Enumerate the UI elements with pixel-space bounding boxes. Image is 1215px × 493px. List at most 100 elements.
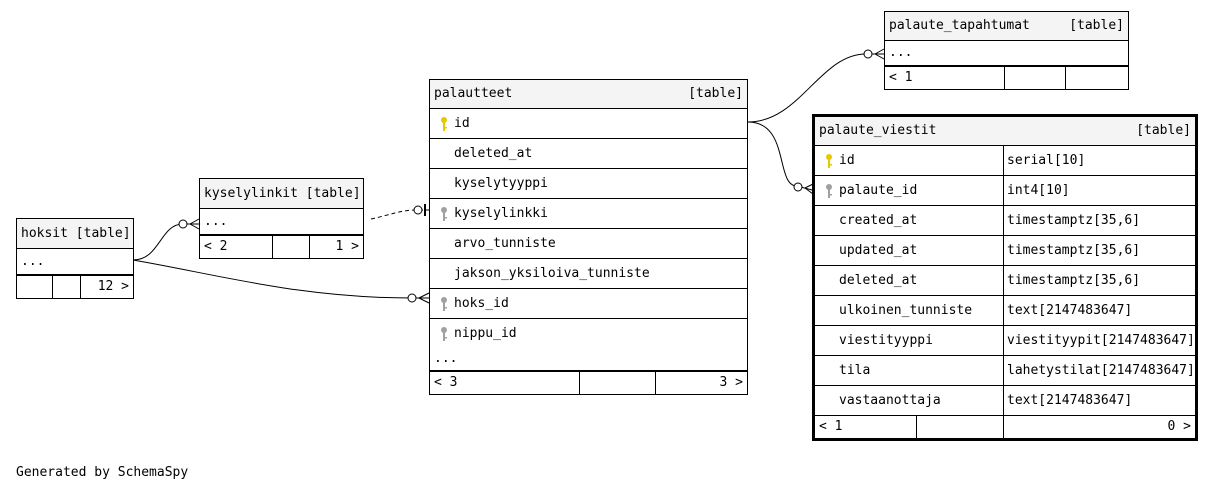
table-type-tag: [table] <box>1136 123 1191 138</box>
table-title: kyselylinkit [table] <box>204 186 361 201</box>
table-hoksit[interactable]: hoksit [table] ... 12 > <box>16 218 134 299</box>
column-row-deleted-at[interactable]: deleted_at timestamptz[35,6] <box>815 266 1195 296</box>
column-name-cell: updated_at <box>815 236 1004 265</box>
more-columns-ellipsis: ... <box>21 254 45 269</box>
footer-cell-middle <box>53 276 81 298</box>
footer-cell-children[interactable]: 12 > <box>97 279 129 294</box>
column-name-cell: jakson_yksiloiva_tunniste <box>430 259 747 288</box>
footer-cell-middle <box>273 236 310 258</box>
table-type-tag: [table] <box>688 86 743 101</box>
edge-kyselylinkit-palautteet-zero-marker <box>413 205 423 215</box>
column-type: text[2147483647] <box>1007 393 1133 408</box>
edge-hoksit-palautteet <box>132 259 429 299</box>
column-name-cell: hoks_id <box>430 289 747 318</box>
column-row-arvo-tunniste[interactable]: arvo_tunniste <box>430 229 747 259</box>
column-name-cell: deleted_at <box>430 139 747 168</box>
table-header: palaute_tapahtumat [table] <box>885 12 1128 41</box>
column-type: text[2147483647] <box>1007 303 1133 318</box>
column-row-id[interactable]: id serial[10] <box>815 146 1195 176</box>
column-row-ulkoinen-tunniste[interactable]: ulkoinen_tunniste text[2147483647] <box>815 296 1195 326</box>
column-name: id <box>839 153 855 168</box>
column-row-kyselylinkki[interactable]: kyselylinkki <box>430 199 747 229</box>
table-header: hoksit [table] <box>17 219 133 249</box>
column-row-kyselytyyppi[interactable]: kyselytyyppi <box>430 169 747 199</box>
footer-cell-middle <box>580 372 656 394</box>
generated-by-credit: Generated by SchemaSpy <box>16 465 189 480</box>
column-name-cell: vastaanottaja <box>815 386 1004 415</box>
column-name: arvo_tunniste <box>454 236 556 251</box>
table-header: palautteet [table] <box>430 80 747 109</box>
column-type: timestamptz[35,6] <box>1007 243 1141 258</box>
column-name: id <box>454 116 470 131</box>
column-row-created-at[interactable]: created_at timestamptz[35,6] <box>815 206 1195 236</box>
foreign-key-icon <box>434 326 454 342</box>
table-palaute-tapahtumat[interactable]: palaute_tapahtumat [table] ... < 1 <box>884 11 1129 90</box>
edge-palautteet-palaute-tapahtumat <box>747 53 884 123</box>
table-kyselylinkit[interactable]: kyselylinkit [table] ... < 2 1 > <box>199 178 364 259</box>
footer-cell-children[interactable]: 1 > <box>335 239 359 254</box>
column-row-viestityyppi[interactable]: viestityyppi viestityypit[2147483647] <box>815 326 1195 356</box>
primary-key-icon <box>819 153 839 169</box>
column-row-id[interactable]: id <box>430 109 747 139</box>
footer-cell-children[interactable]: 0 > <box>1167 419 1191 434</box>
table-type-tag: [table] <box>1069 18 1124 33</box>
column-name-cell: arvo_tunniste <box>430 229 747 258</box>
column-name: ulkoinen_tunniste <box>839 303 973 318</box>
footer-cell-parents[interactable]: < 3 <box>430 372 580 394</box>
column-name-cell: tila <box>815 356 1004 385</box>
footer-cell-middle <box>1005 67 1066 89</box>
column-type: timestamptz[35,6] <box>1007 213 1141 228</box>
column-name-cell: id <box>430 109 747 138</box>
more-columns-ellipsis: ... <box>889 45 913 60</box>
column-name-cell: viestityyppi <box>815 326 1004 355</box>
edge-hoksit-palautteet-zero-marker <box>407 293 417 303</box>
column-type: timestamptz[35,6] <box>1007 273 1141 288</box>
column-name-cell: kyselylinkki <box>430 199 747 228</box>
column-row-deleted-at[interactable]: deleted_at <box>430 139 747 169</box>
column-type: int4[10] <box>1007 183 1070 198</box>
column-name: deleted_at <box>454 146 533 161</box>
footer-cell-parents[interactable]: < 2 <box>200 236 273 258</box>
column-row-nippu-id[interactable]: nippu_id <box>430 319 747 348</box>
column-name-cell: kyselytyyppi <box>430 169 747 198</box>
column-row-jakson-yksiloiva-tunniste[interactable]: jakson_yksiloiva_tunniste <box>430 259 747 289</box>
footer-cell-parents[interactable]: < 1 <box>885 67 1005 89</box>
footer-cell-parents[interactable] <box>17 276 53 298</box>
table-title: hoksit [table] <box>21 226 131 241</box>
column-name-cell: deleted_at <box>815 266 1004 295</box>
column-name-cell: nippu_id <box>430 319 747 348</box>
edge-palautteet-palaute-tapahtumat-zero-marker <box>863 49 873 59</box>
more-columns-ellipsis: ... <box>204 214 228 229</box>
column-name-cell: id <box>815 146 1004 175</box>
footer-cell-children[interactable] <box>1066 67 1128 89</box>
foreign-key-icon <box>434 206 454 222</box>
footer-cell-parents[interactable]: < 1 <box>815 416 917 438</box>
column-name-cell: palaute_id <box>815 176 1004 205</box>
column-row-hoks-id[interactable]: hoks_id <box>430 289 747 319</box>
column-name: tila <box>839 363 871 378</box>
column-type: serial[10] <box>1007 153 1086 168</box>
column-row-updated-at[interactable]: updated_at timestamptz[35,6] <box>815 236 1195 266</box>
column-name: viestityyppi <box>839 333 933 348</box>
more-columns-ellipsis: ... <box>434 351 458 366</box>
edge-hoksit-kyselylinkit <box>132 223 199 261</box>
footer-cell-middle <box>917 416 1004 438</box>
column-name-cell: ulkoinen_tunniste <box>815 296 1004 325</box>
column-name: deleted_at <box>839 273 918 288</box>
column-name: created_at <box>839 213 918 228</box>
edge-palautteet-palaute-viestit <box>747 121 813 191</box>
table-palautteet[interactable]: palautteet [table] id deleted_at kyselytyy… <box>429 79 748 395</box>
column-type: viestityypit[2147483647] <box>1007 333 1195 348</box>
column-row-tila[interactable]: tila lahetystilat[2147483647] <box>815 356 1195 386</box>
column-name: updated_at <box>839 243 918 258</box>
table-header: kyselylinkit [table] <box>200 179 363 209</box>
table-title: palaute_tapahtumat <box>889 18 1030 33</box>
column-type: lahetystilat[2147483647] <box>1007 363 1195 378</box>
column-name: jakson_yksiloiva_tunniste <box>454 266 650 281</box>
column-name: kyselylinkki <box>454 206 548 221</box>
footer-cell-children[interactable]: 3 > <box>719 375 743 390</box>
